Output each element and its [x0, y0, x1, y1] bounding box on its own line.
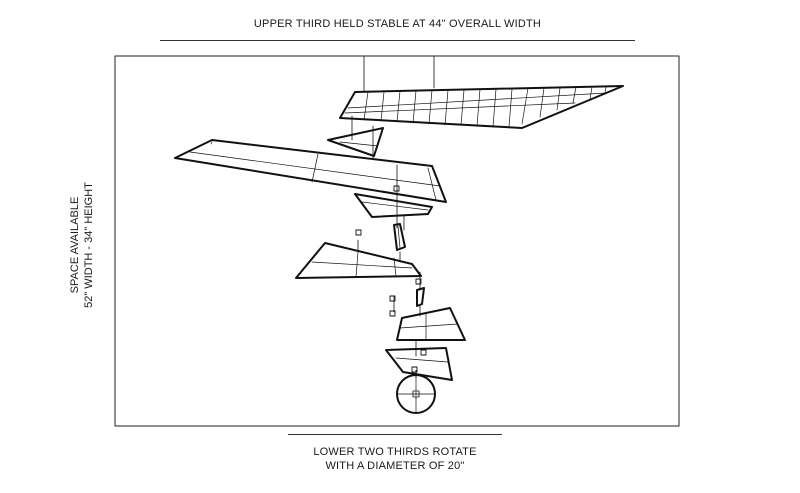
- suspension-wires: [351, 55, 435, 379]
- vertical-sliver-element: [393, 223, 406, 251]
- space-available-frame: [114, 55, 680, 427]
- mid-wing-element: [295, 242, 422, 279]
- lower-piece-element: [385, 347, 453, 381]
- lower-thirds-label: LOWER TWO THIRDS ROTATE: [313, 446, 477, 458]
- upper-third-note: UPPER THIRD HELD STABLE AT 44" OVERALL W…: [253, 18, 542, 30]
- small-tab-element: [416, 287, 425, 307]
- balance-weights: [355, 185, 427, 373]
- top-wing-element: [339, 85, 624, 129]
- long-wing-element: [174, 139, 447, 203]
- disc-element: [396, 374, 436, 414]
- rotation-diameter-label: WITH A DIAMETER OF 20": [325, 460, 465, 472]
- lower-thirds-note: LOWER TWO THIRDS ROTATE WITH A DIAMETER …: [240, 445, 550, 473]
- upper-width-dimension-line: [160, 40, 635, 41]
- shard-element: [354, 193, 433, 218]
- rotation-diameter-dimension-line: [288, 434, 502, 435]
- quad-element: [396, 307, 466, 341]
- small-triangle-element: [327, 127, 384, 157]
